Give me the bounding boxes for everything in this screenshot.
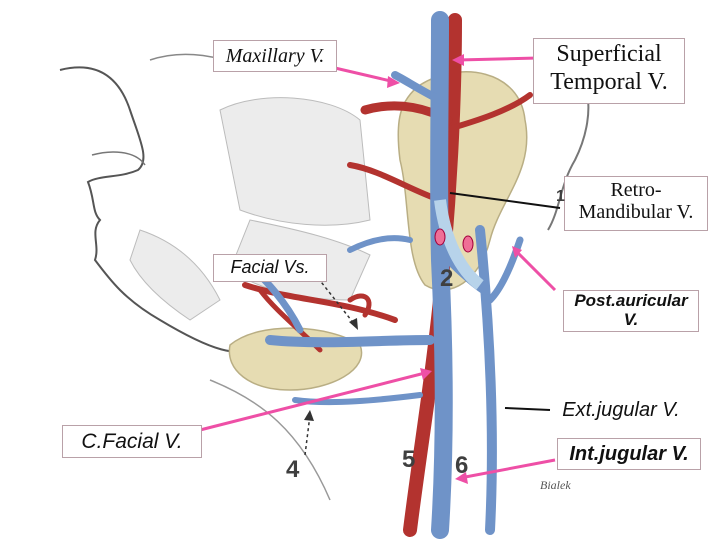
neck-outline xyxy=(210,380,330,500)
superficial-temporal-line2: Temporal V. xyxy=(534,69,684,97)
maxillary-label-text: Maxillary V. xyxy=(226,45,325,67)
superficial-temporal-label: Superficial Temporal V. xyxy=(533,38,685,104)
dotted-arrowhead-1 xyxy=(349,318,358,330)
number-5: 5 xyxy=(402,446,415,474)
int-jugular-text: Int.jugular V. xyxy=(569,443,688,465)
c-facial-label: C.Facial V. xyxy=(62,425,202,458)
nostril-outline xyxy=(92,152,145,165)
c-facial-text: C.Facial V. xyxy=(81,430,182,453)
marker-2 xyxy=(463,236,473,252)
post-auricular-line1: Post.auricular xyxy=(564,292,698,311)
ext-jugular-text: Ext.jugular V. xyxy=(562,399,679,421)
post-auricular-label: Post.auricular V. xyxy=(563,290,699,332)
dotted-arrowhead-2 xyxy=(304,410,314,421)
number-1: 1 xyxy=(556,188,565,206)
number-2: 2 xyxy=(440,265,453,293)
int-jugular-label: Int.jugular V. xyxy=(557,438,701,470)
superficial-temporal-line1: Superficial xyxy=(534,41,684,69)
retromandibular-label: Retro- Mandibular V. xyxy=(564,176,708,231)
number-6: 6 xyxy=(455,452,468,480)
facial-vs-text: Facial Vs. xyxy=(230,257,309,277)
retromandibular-line1: Retro- xyxy=(565,179,707,201)
post-auricular-line2: V. xyxy=(564,311,698,330)
maxillary-label: Maxillary V. xyxy=(213,40,337,72)
ext-jugular-label: Ext.jugular V. xyxy=(544,397,698,425)
artist-signature: Bialek xyxy=(540,478,571,493)
facial-vs-label: Facial Vs. xyxy=(213,254,327,282)
retromandibular-line2: Mandibular V. xyxy=(565,201,707,223)
number-4: 4 xyxy=(286,456,299,484)
marker-1 xyxy=(435,229,445,245)
